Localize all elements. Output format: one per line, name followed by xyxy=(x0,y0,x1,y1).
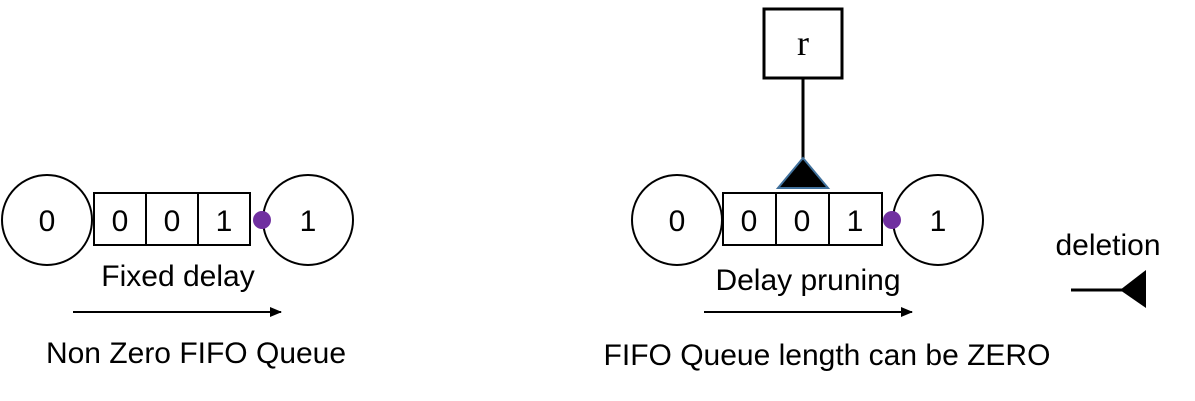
right-delay-label: Delay pruning xyxy=(715,264,900,297)
left-caption: Non Zero FIFO Queue xyxy=(46,337,346,370)
deletion-label: deletion xyxy=(1055,229,1160,262)
deletion-legend: deletion xyxy=(1055,229,1161,308)
right-source-node-label: 0 xyxy=(669,205,686,238)
right-fifo-queue: 0 0 1 xyxy=(722,192,883,246)
left-panel: 0 1 0 0 1 Fixed delay Non Zero FIFO Queu… xyxy=(1,174,354,370)
left-queue-cell-value: 0 xyxy=(112,205,129,238)
left-queue-cell xyxy=(93,192,147,246)
left-synapse-dot xyxy=(253,211,271,229)
controller-label: r xyxy=(797,23,809,63)
left-queue-cell xyxy=(197,192,251,246)
left-queue-cell-value: 1 xyxy=(216,205,233,238)
left-source-node xyxy=(1,174,93,266)
right-queue-cell-value: 1 xyxy=(847,205,864,238)
left-queue-cell-value: 0 xyxy=(164,205,181,238)
deletion-triangle-icon xyxy=(1120,270,1146,308)
pruning-triangle xyxy=(775,156,831,189)
right-target-node-label: 1 xyxy=(930,205,947,238)
right-queue-cell-value: 0 xyxy=(794,205,811,238)
left-fifo-queue: 0 0 1 xyxy=(93,192,251,246)
right-panel: r 0 1 0 0 1 Delay pruning FIFO Queue len… xyxy=(604,7,1051,372)
right-queue-cell xyxy=(828,192,883,246)
right-caption: FIFO Queue length can be ZERO xyxy=(604,339,1051,372)
right-queue-cell-value: 0 xyxy=(741,205,758,238)
right-queue-cell xyxy=(775,192,830,246)
right-synapse-dot xyxy=(883,211,901,229)
left-source-node-label: 0 xyxy=(39,205,56,238)
left-target-node-label: 1 xyxy=(300,205,317,238)
left-delay-label: Fixed delay xyxy=(101,260,254,293)
